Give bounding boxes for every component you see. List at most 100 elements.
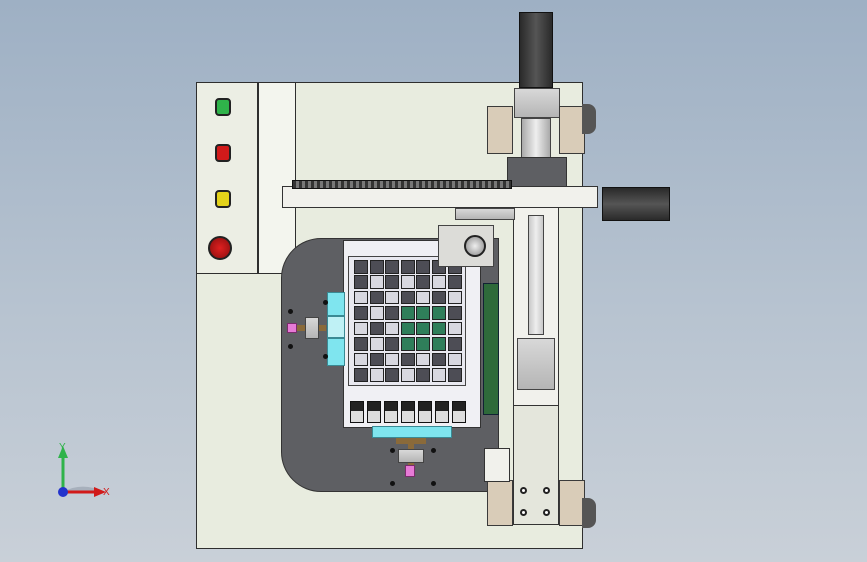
screw [390,448,395,453]
tray-cell [369,306,384,320]
tray-cell [385,306,400,320]
tray-cell [354,290,368,305]
top-right-bumper [582,104,596,134]
connector-pin [452,401,466,423]
tray-cell [354,321,368,336]
connector-pin [350,401,364,423]
y-arrowhead [58,446,68,458]
tray-cell [431,352,446,367]
tray-cell [447,290,462,305]
emergency-stop-button[interactable] [208,236,232,260]
mount-hole [520,487,527,494]
top-left-bracket [487,106,513,154]
mount-hole [543,487,550,494]
tray-cell [447,368,462,382]
tray-cell [400,306,415,320]
screw [431,448,436,453]
tray-cell [400,337,415,351]
x-axis-motor [602,187,670,221]
connector-pin [384,401,398,423]
left-clamp-mid [327,316,345,338]
mount-hole [520,509,527,516]
tray-cell [369,290,384,305]
y-axis-label: Y [59,442,66,453]
x-axis-label: X [103,487,110,498]
bottom-clamp [372,426,452,438]
tray-cell [416,260,431,274]
y-axis-screw [528,215,544,335]
bottom-left-bracket [487,480,513,526]
tray-cell [400,290,415,305]
tray-cell [369,352,384,367]
bottom-block [398,449,424,463]
tray-cell [416,275,431,289]
tray-cell [400,321,415,336]
mount-hole [543,509,550,516]
tray-cell [369,260,384,274]
connector-pin [401,401,415,423]
tray-cell [416,290,431,305]
stop-button[interactable] [215,144,231,162]
tray-cell [447,321,462,336]
y-axis-motor [519,12,553,88]
origin-dot [58,487,68,497]
y-carriage [517,338,555,390]
left-block [305,317,319,339]
bottom-cylinder [405,465,415,477]
tray-cell [369,275,384,289]
connector-pin [435,401,449,423]
tray-cell [354,352,368,367]
component-tray [348,256,466,386]
tray-cell [385,352,400,367]
tray-cell [354,306,368,320]
pcb-board [483,283,499,415]
x-axis-beam [282,186,598,208]
y-axis-lower [513,405,559,525]
tray-cell [400,352,415,367]
tray-cell [369,337,384,351]
gripper-nozzle [464,235,486,257]
tray-cell [447,275,462,289]
tray-cell [431,275,446,289]
y-coupling [521,118,551,158]
tray-cell [416,321,431,336]
tray-cell [354,275,368,289]
tray-cell [400,260,415,274]
tray-cell [354,260,368,274]
tray-cell [416,306,431,320]
tray-cell [400,368,415,382]
connector-row [350,401,470,423]
tray-cell [385,290,400,305]
y-motor-mount [514,88,560,118]
tray-cell [400,275,415,289]
bottom-right-bumper [582,498,596,528]
tray-cell [385,321,400,336]
tray-cell [447,352,462,367]
left-cylinder [287,323,297,333]
tray-cell [416,337,431,351]
axis-triad [58,446,106,497]
tray-cell [369,368,384,382]
tray-cell [354,337,368,351]
left-clamp-bottom [327,338,345,366]
tray-cell [385,368,400,382]
screw [323,300,328,305]
tray-cell [447,306,462,320]
reset-button[interactable] [215,190,231,208]
panel-side-strip [258,82,296,274]
screw [431,481,436,486]
tray-cell [369,321,384,336]
start-button[interactable] [215,98,231,116]
tray-cell [385,260,400,274]
connector-pin [367,401,381,423]
tray-cell [431,368,446,382]
screw [323,354,328,359]
tray-cell [416,368,431,382]
connector-pin [418,401,432,423]
tray-cell [431,306,446,320]
screw [390,481,395,486]
x-carriage [455,208,515,220]
tray-cell [385,275,400,289]
tray-cell [447,337,462,351]
tray-cell [431,321,446,336]
